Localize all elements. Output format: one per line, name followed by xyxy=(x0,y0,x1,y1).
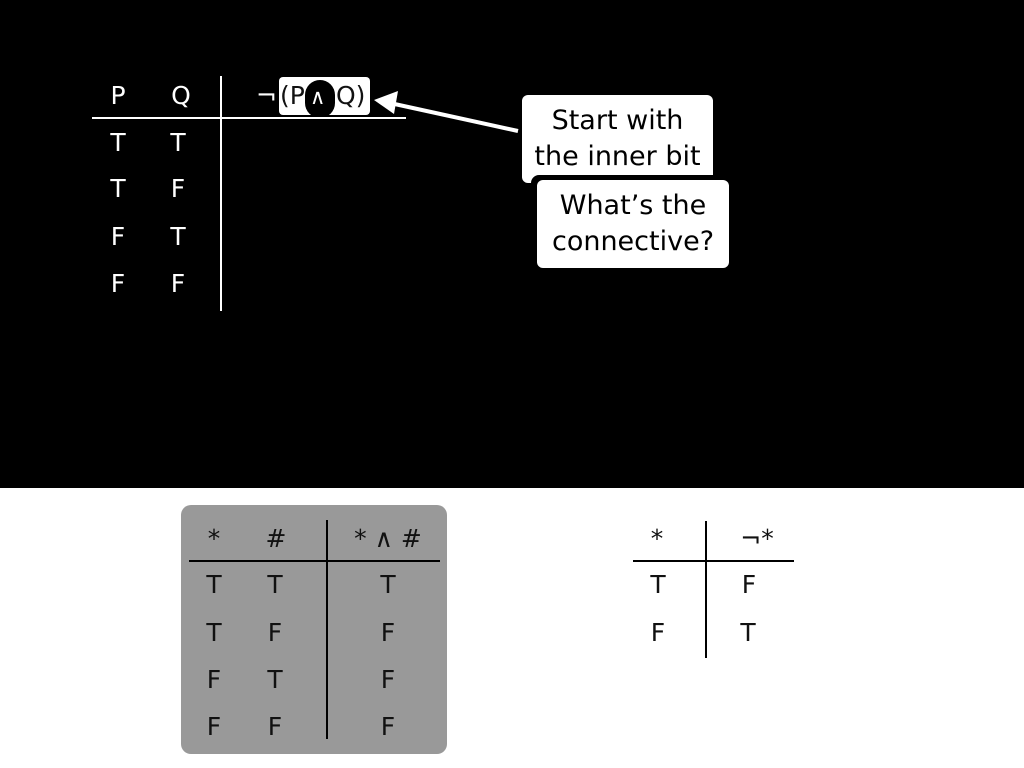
and-header-b: # xyxy=(265,524,287,553)
row-1-p: T xyxy=(110,128,126,157)
header-divider xyxy=(92,117,406,119)
and-row-4-b: F xyxy=(267,712,283,741)
row-4-p: F xyxy=(110,269,126,298)
and-column-divider xyxy=(326,520,328,739)
not-row-2-a: F xyxy=(650,618,666,647)
and-row-3-result: F xyxy=(380,665,396,694)
header-p: P xyxy=(110,81,126,110)
and-row-2-a: T xyxy=(206,618,222,647)
top-panel xyxy=(0,0,1024,488)
formula-open: (P xyxy=(280,81,305,110)
row-2-p: T xyxy=(110,174,126,203)
not-column-divider xyxy=(705,521,707,658)
and-header-a: * xyxy=(207,524,221,553)
and-header-divider xyxy=(189,560,440,562)
and-row-3-b: T xyxy=(267,665,283,694)
row-2-q: F xyxy=(170,174,186,203)
and-row-1-b: T xyxy=(267,570,283,599)
not-header-divider xyxy=(633,560,794,562)
callout-start-with-inner-bit: Start with the inner bit xyxy=(522,95,713,183)
callout-2-line-1: What’s the xyxy=(559,190,707,221)
column-divider xyxy=(220,76,222,311)
connective-highlight-oval xyxy=(305,80,335,118)
and-row-4-a: F xyxy=(206,712,222,741)
not-header-result: ¬* xyxy=(740,524,774,553)
and-row-2-b: F xyxy=(267,618,283,647)
arrow-icon xyxy=(374,91,519,133)
callout-2-line-2: connective? xyxy=(551,226,715,257)
formula-connective: ∧ xyxy=(310,85,326,109)
formula-negation: ¬ xyxy=(256,81,277,110)
and-row-2-result: F xyxy=(380,618,396,647)
header-q: Q xyxy=(171,81,191,110)
not-row-1-result: F xyxy=(741,570,757,599)
and-row-4-result: F xyxy=(380,712,396,741)
formula-close: Q) xyxy=(336,81,366,110)
not-row-2-result: T xyxy=(740,618,756,647)
callout-1-line-1: Start with xyxy=(551,105,684,136)
and-row-3-a: F xyxy=(206,665,222,694)
row-3-p: F xyxy=(110,222,126,251)
conjunction-table-panel xyxy=(181,505,447,754)
and-row-1-result: T xyxy=(380,570,396,599)
not-header-a: * xyxy=(650,524,664,553)
and-row-1-a: T xyxy=(206,570,222,599)
row-1-q: T xyxy=(170,128,186,157)
row-3-q: T xyxy=(170,222,186,251)
callout-whats-the-connective: What’s the connective? xyxy=(537,180,729,268)
and-header-result: * ∧ # xyxy=(354,524,422,553)
not-row-1-a: T xyxy=(650,570,666,599)
row-4-q: F xyxy=(170,269,186,298)
callout-1-line-2: the inner bit xyxy=(534,141,701,172)
